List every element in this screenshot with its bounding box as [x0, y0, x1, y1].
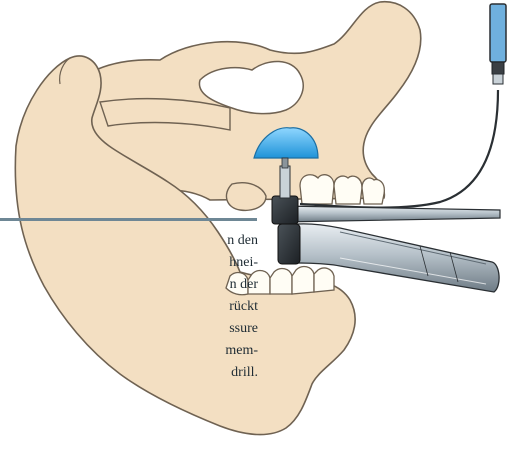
caption-line: rückt: [118, 296, 258, 318]
caption-line: n den: [118, 230, 258, 252]
caption-line: mem-: [118, 340, 258, 362]
caption-divider: [0, 218, 257, 221]
caption-line: drill.: [118, 362, 258, 384]
upper-teeth: [300, 175, 384, 204]
figure-caption: n den hnei- n der rückt ssure mem- drill…: [118, 230, 258, 384]
caption-line: n der: [118, 274, 258, 296]
caption-line: hnei-: [118, 252, 258, 274]
cable-connector: [490, 4, 506, 84]
caption-line: ssure: [118, 318, 258, 340]
